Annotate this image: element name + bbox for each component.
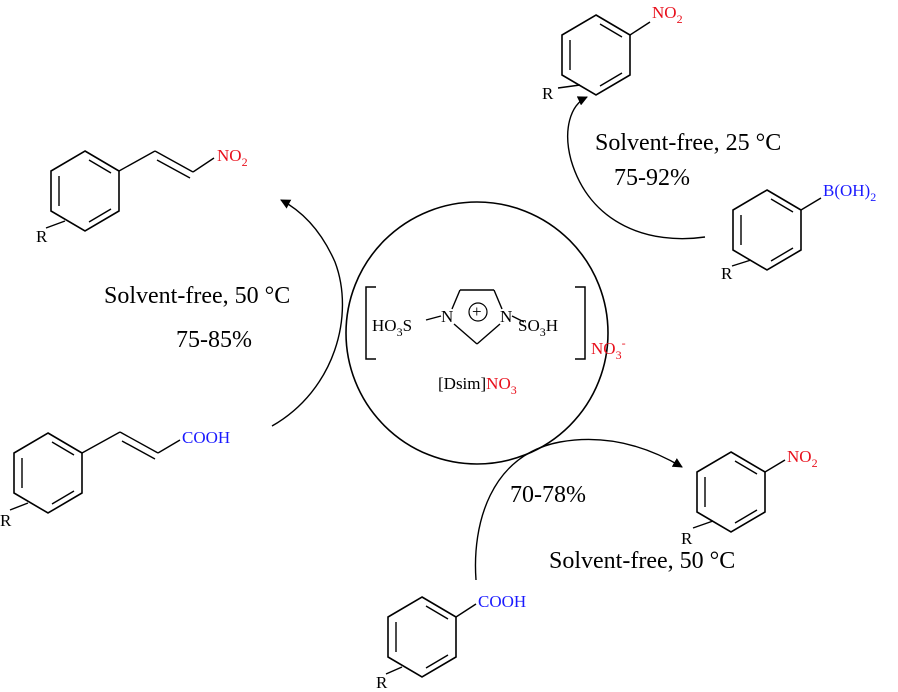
sulfonic-right-hydrogen: H — [546, 316, 558, 335]
svg-text:NO2: NO2 — [787, 447, 818, 470]
molecule-nitrostyrene: NO2 R — [36, 146, 248, 246]
yield-text-bottom-right: 70-78% — [510, 482, 586, 508]
arrow-benzoic-to-nitroarene — [474, 438, 683, 581]
yield-text-top-right: 75-92% — [614, 165, 690, 191]
catalyst-name-anion: NO — [486, 374, 511, 393]
yield-text-left: 75-85% — [176, 327, 252, 353]
nitro-group-label: NO — [217, 146, 242, 165]
nitrate-anion-label: NO — [591, 339, 616, 358]
sulfonic-left-label: HO — [372, 316, 397, 335]
svg-text:SO3H: SO3H — [518, 316, 558, 339]
imidazolium-n-right: N — [500, 307, 512, 326]
nitrate-anion-subscript: 3 — [616, 348, 622, 362]
svg-text:HO3S: HO3S — [372, 316, 412, 339]
catalyst-structure: HO3S N + N SO3H NO3- [Dsim]NO3 — [365, 286, 626, 397]
nitro-group-label: NO — [787, 447, 812, 466]
condition-text-top-right: Solvent-free, 25 °C — [595, 130, 781, 156]
svg-text:NO2: NO2 — [652, 3, 683, 26]
arrow-cinnamic-to-nitrostyrene — [271, 199, 344, 427]
nitro-group-subscript: 2 — [242, 155, 248, 169]
nitrate-anion-charge: - — [622, 336, 626, 350]
catalyst-name-subscript: 3 — [511, 383, 517, 397]
arrow-boronic-to-nitroarene — [567, 96, 706, 240]
nitro-group-subscript: 2 — [812, 456, 818, 470]
svg-text:[Dsim]NO3: [Dsim]NO3 — [438, 374, 517, 397]
catalytic-cycle-circle — [345, 201, 609, 465]
condition-text-bottom-right: Solvent-free, 50 °C — [549, 548, 735, 574]
catalyst-name-label: [Dsim] — [438, 374, 486, 393]
molecule-cinnamic-acid: COOH R — [0, 428, 230, 530]
molecule-nitroarene-top: NO2 R — [542, 3, 683, 103]
sulfonic-left-subscript: 3 — [397, 325, 403, 339]
svg-text:NO2: NO2 — [217, 146, 248, 169]
carboxylic-acid-label: COOH — [478, 592, 526, 611]
r-substituent-label: R — [36, 227, 48, 246]
molecule-benzoic-acid: COOH R — [376, 592, 526, 692]
condition-text-left: Solvent-free, 50 °C — [104, 283, 290, 309]
svg-text:B(OH)2: B(OH)2 — [823, 181, 876, 204]
r-substituent-label: R — [376, 673, 388, 692]
r-substituent-label: R — [542, 84, 554, 103]
boronic-acid-group-label: B(OH) — [823, 181, 870, 200]
r-substituent-label: R — [681, 529, 693, 548]
carboxylic-acid-label: COOH — [182, 428, 230, 447]
nitro-group-label: NO — [652, 3, 677, 22]
imidazolium-n-left: N — [441, 307, 453, 326]
r-substituent-label: R — [721, 264, 733, 283]
r-substituent-label: R — [0, 511, 12, 530]
svg-text:NO3-: NO3- — [591, 336, 626, 362]
molecule-nitroarene-bottom: NO2 R — [681, 447, 818, 548]
boronic-acid-subscript: 2 — [870, 190, 876, 204]
sulfonic-right-subscript: 3 — [540, 325, 546, 339]
molecule-arylboronic-acid: B(OH)2 R — [721, 181, 876, 283]
nitro-group-subscript: 2 — [677, 12, 683, 26]
positive-charge-symbol: + — [472, 302, 482, 321]
sulfonic-right-label: SO — [518, 316, 540, 335]
sulfonic-left-sulfur: S — [403, 316, 412, 335]
